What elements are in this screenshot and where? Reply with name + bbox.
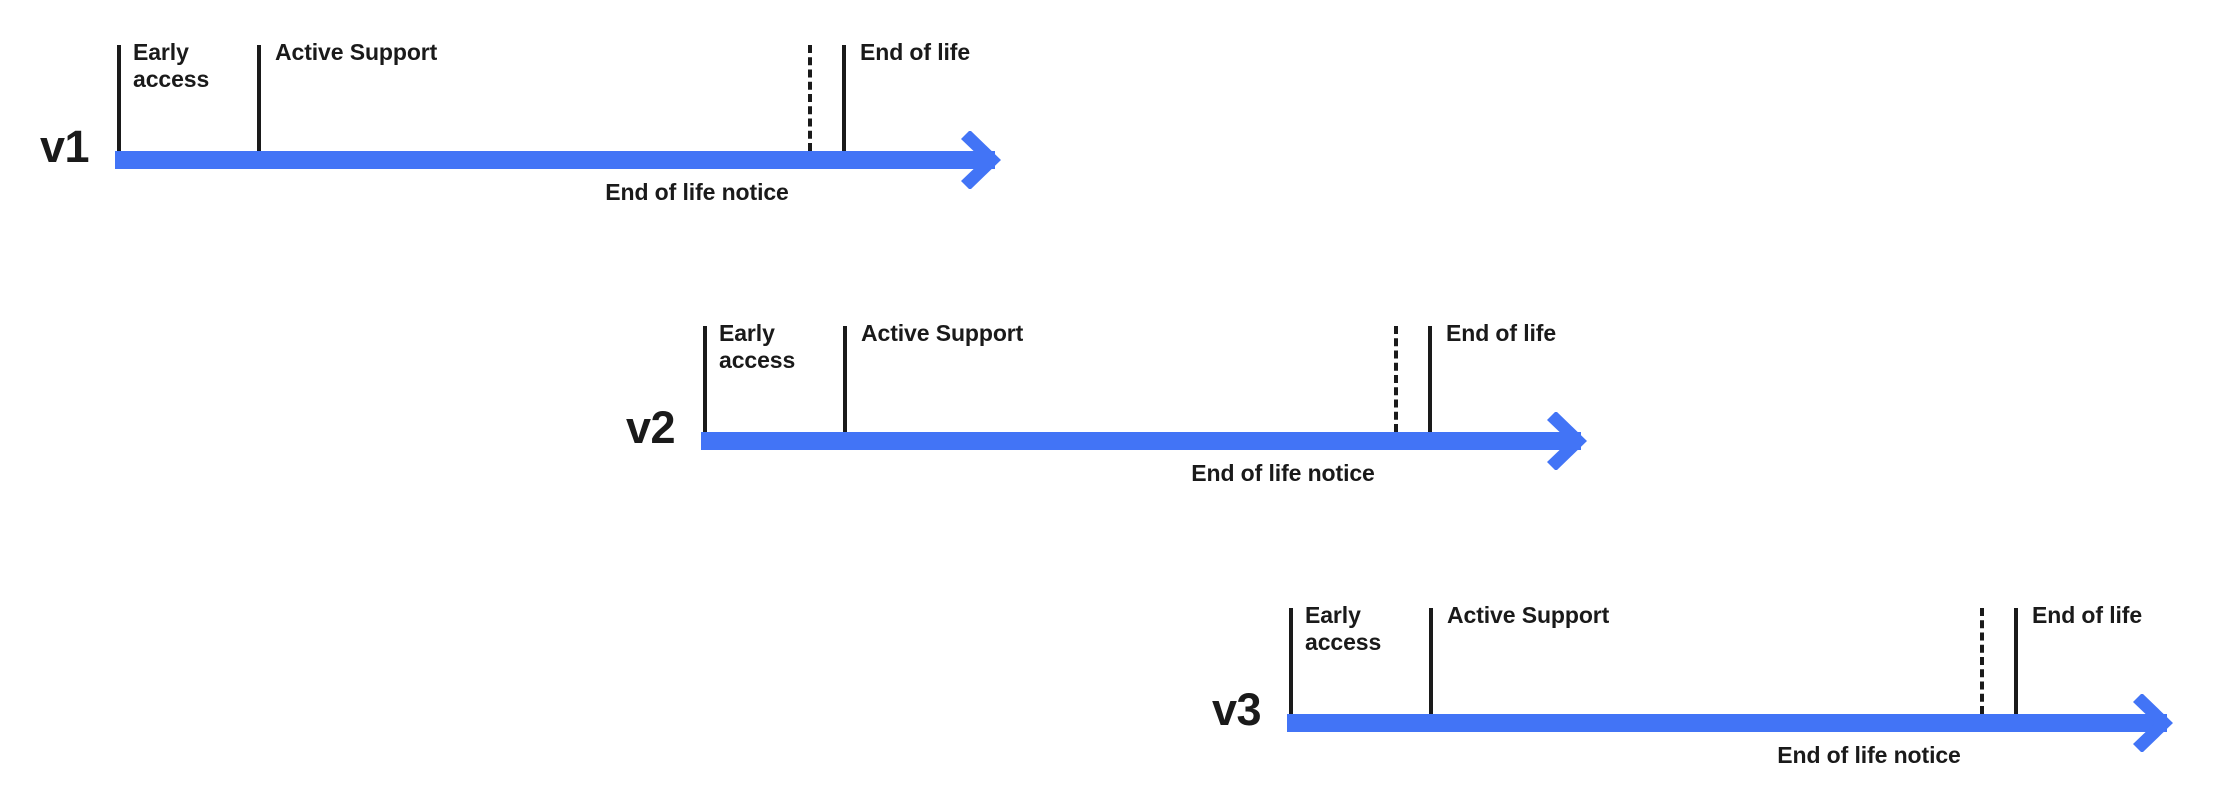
timeline-bar: [115, 151, 995, 169]
timeline-bar: [701, 432, 1581, 450]
phase-divider-solid-3: [2014, 608, 2018, 714]
phase-divider-dashed-2: [1394, 326, 1398, 432]
phase-divider-solid-3: [842, 45, 846, 151]
timeline-arrow-icon: [1547, 410, 1601, 472]
phase-label-0: Early access: [719, 320, 796, 373]
phase-divider-solid-1: [843, 326, 847, 432]
phase-label-1: Active Support: [1447, 602, 1610, 628]
end-of-life-notice-label: End of life notice: [1777, 742, 1961, 768]
phase-label-3: End of life: [1446, 320, 1557, 346]
version-label-v1: v1: [39, 121, 90, 172]
phase-label-0: Early access: [1305, 602, 1382, 655]
phase-divider-solid-1: [257, 45, 261, 151]
end-of-life-notice-label: End of life notice: [1191, 460, 1375, 486]
phase-divider-solid-0: [1289, 608, 1293, 714]
timeline-bar: [1287, 714, 2167, 732]
end-of-life-notice-label: End of life notice: [605, 179, 789, 205]
phase-divider-solid-0: [703, 326, 707, 432]
phase-divider-dashed-2: [808, 45, 812, 151]
phase-divider-solid-3: [1428, 326, 1432, 432]
phase-divider-solid-0: [117, 45, 121, 151]
version-label-v2: v2: [625, 402, 676, 453]
version-label-v3: v3: [1211, 684, 1262, 735]
phase-divider-solid-1: [1429, 608, 1433, 714]
phase-label-1: Active Support: [861, 320, 1024, 346]
timeline-arrow-icon: [2133, 692, 2187, 754]
phase-label-3: End of life: [860, 39, 971, 65]
phase-divider-dashed-2: [1980, 608, 1984, 714]
phase-label-1: Active Support: [275, 39, 438, 65]
phase-label-3: End of life: [2032, 602, 2143, 628]
timeline-arrow-icon: [961, 129, 1015, 191]
phase-label-0: Early access: [133, 39, 210, 92]
